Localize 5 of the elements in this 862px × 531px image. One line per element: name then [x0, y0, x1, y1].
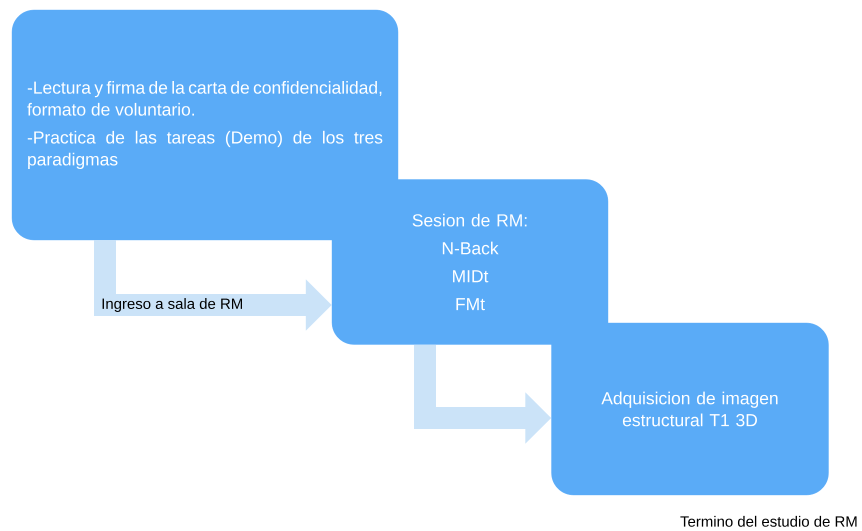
caption: Termino del estudio de RM: [680, 516, 857, 527]
edge-label: Ingreso a sala de RM: [102, 298, 242, 312]
process-box: Sesion de RM: N-Back MIDt FMt: [332, 179, 608, 345]
process-box: Adquisicion de imagen estructural T1 3D: [551, 322, 829, 496]
process-box: -Lectura y firma de la carta de confidencialidad, formato de voluntario. -Practica de las tareas (Demo) de los tres paradigmas: [12, 10, 398, 240]
